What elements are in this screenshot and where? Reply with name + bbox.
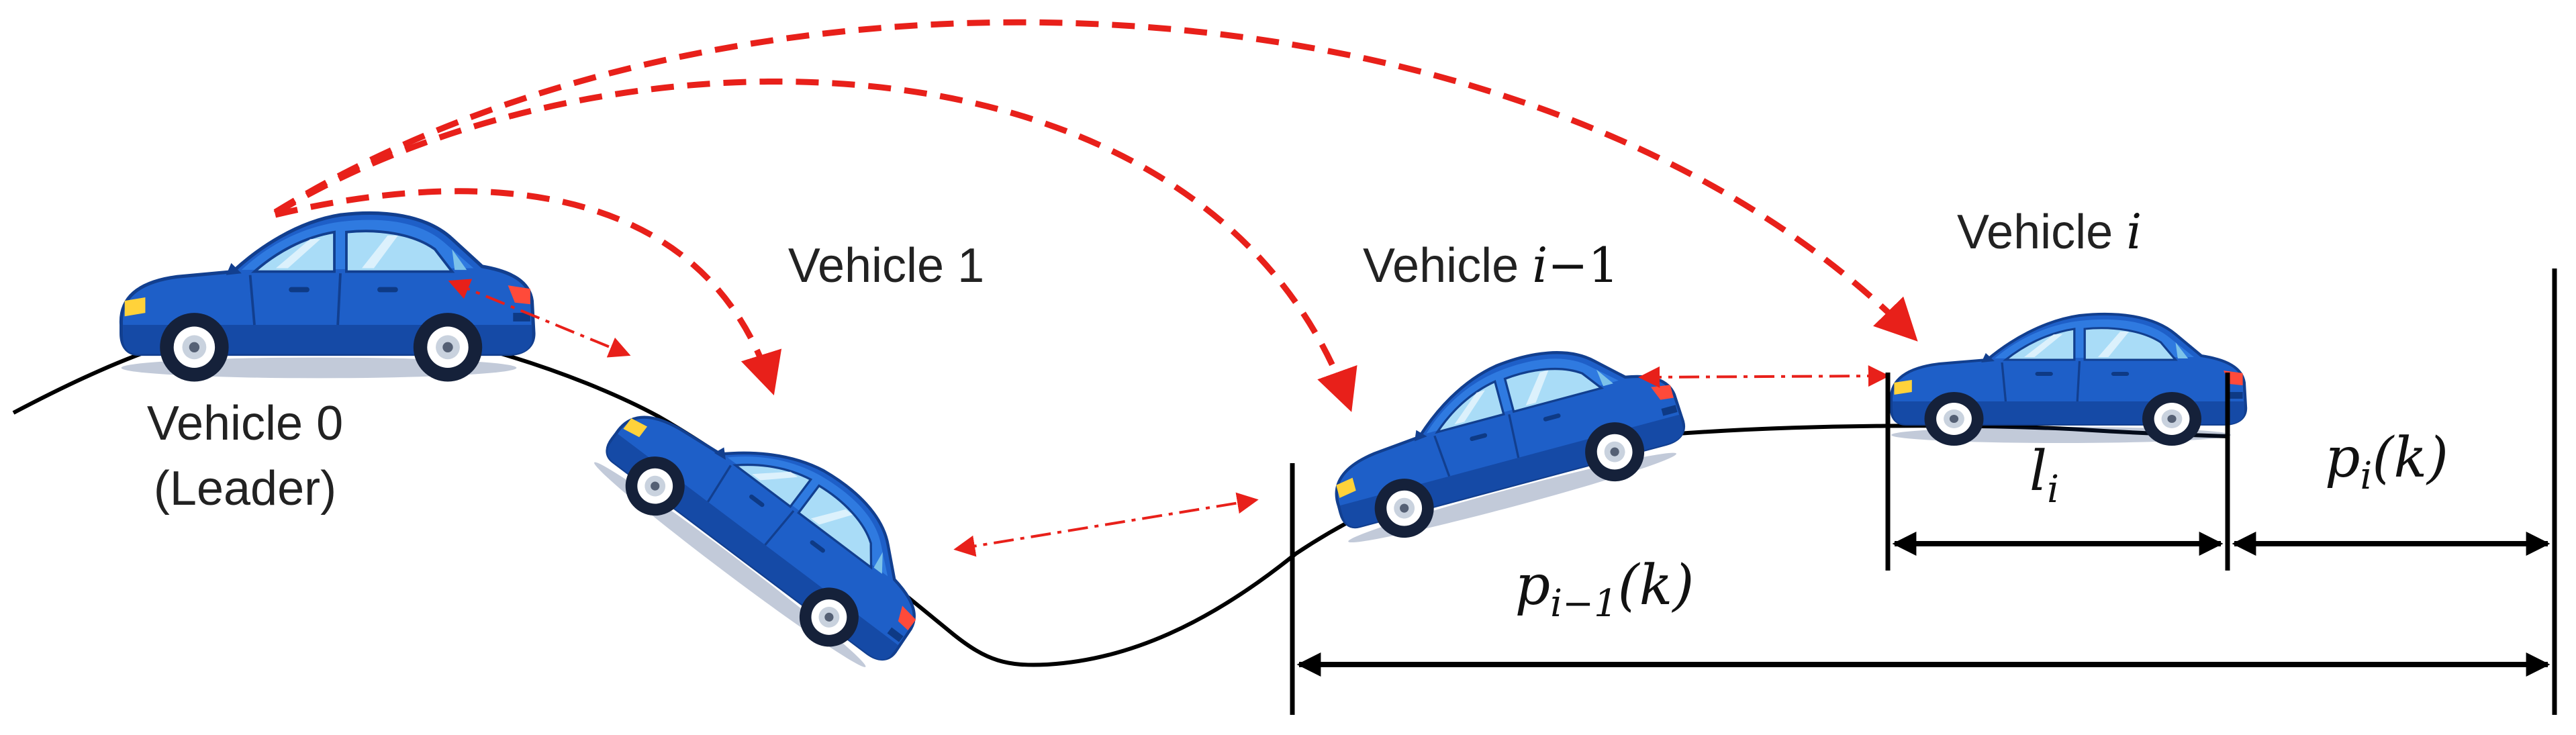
neighbor-link-1-i-minus-1 bbox=[953, 492, 1259, 557]
dimension-lines bbox=[1290, 268, 2557, 715]
neighbor-link-0-1 bbox=[448, 279, 631, 358]
leader-link-to-vehicle-1 bbox=[274, 188, 782, 396]
vehicle-0-label-line1: Vehicle 0 bbox=[147, 397, 343, 450]
vehicle-0-label-line2: (Leader) bbox=[154, 462, 336, 516]
neighbor-link-i-minus-1-i bbox=[1638, 365, 1890, 388]
vehicle-i-minus-1-car-icon bbox=[1314, 322, 1694, 553]
li-label: li bbox=[2030, 440, 2059, 511]
leader-link-to-vehicle-i bbox=[273, 19, 1918, 342]
vehicle-1-label: Vehicle 1 bbox=[788, 239, 984, 293]
leader-link-to-vehicle-i-minus-1 bbox=[273, 78, 1357, 412]
neighbor-links bbox=[448, 279, 1890, 557]
vehicle-i-minus-1-label: Vehicle i−1 bbox=[1363, 237, 1619, 293]
vehicle-i-label: Vehicle i bbox=[1957, 203, 2142, 260]
vehicle-0-car-icon bbox=[121, 213, 534, 381]
leader-links bbox=[273, 19, 1918, 412]
pi-minus-1-label: pi−1(k) bbox=[1515, 554, 1695, 626]
vehicle-i-car-icon bbox=[1891, 314, 2246, 446]
pi-label: pi(k) bbox=[2325, 426, 2448, 498]
vehicle-1-car-icon bbox=[587, 356, 957, 685]
